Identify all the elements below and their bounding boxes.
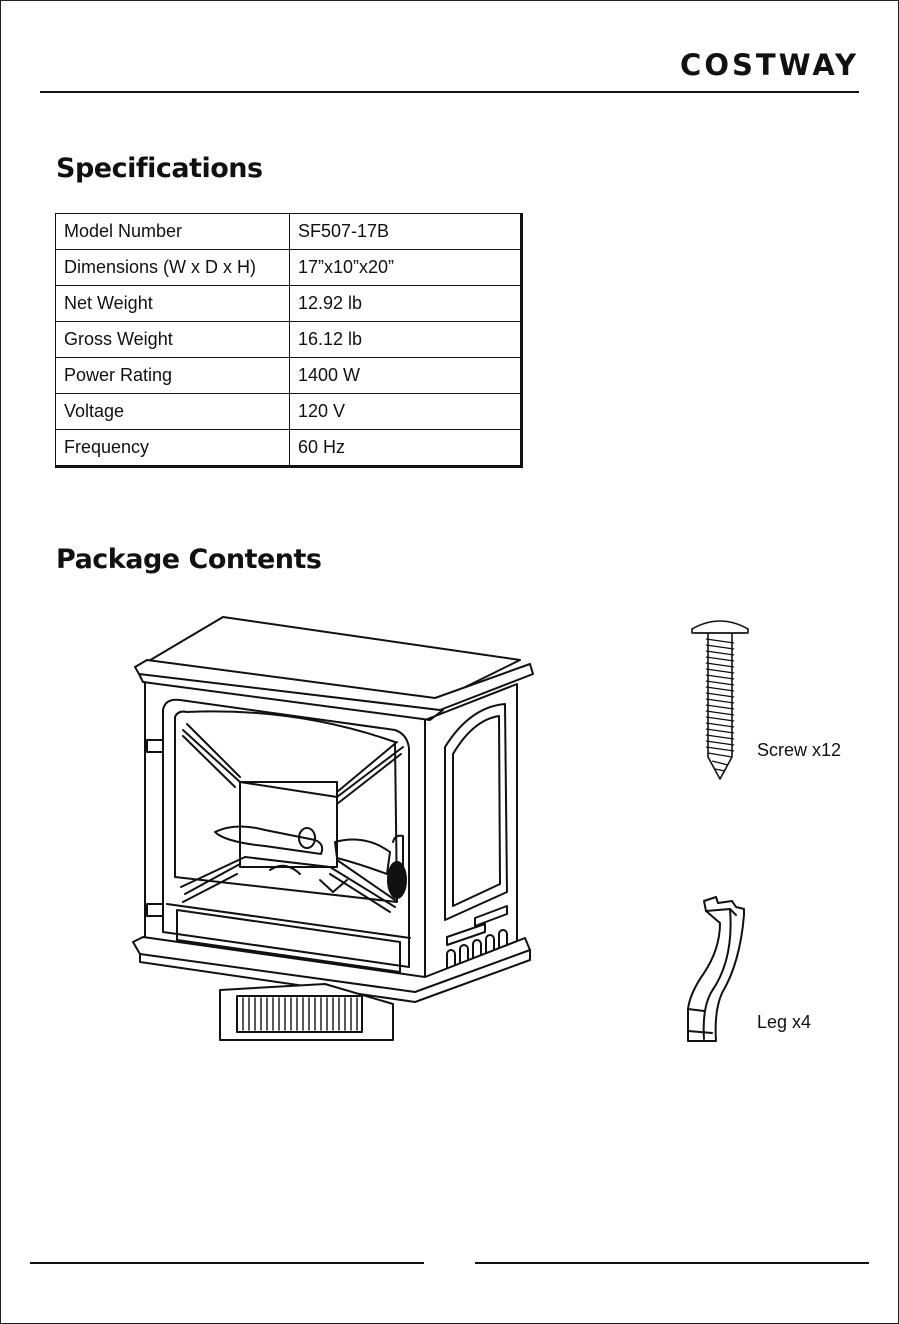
spec-value: 16.12 lb bbox=[290, 322, 522, 358]
package-contents-title: Package Contents bbox=[56, 544, 322, 575]
specifications-table: Model Number SF507-17B Dimensions (W x D… bbox=[55, 213, 523, 468]
fireplace-heater-illustration bbox=[125, 612, 545, 1042]
leg-icon bbox=[682, 893, 752, 1045]
spec-value: 120 V bbox=[290, 394, 522, 430]
table-row: Voltage 120 V bbox=[56, 394, 522, 430]
specifications-title: Specifications bbox=[56, 153, 263, 184]
table-row: Model Number SF507-17B bbox=[56, 214, 522, 250]
footer-rule-right bbox=[475, 1262, 869, 1264]
screw-label: Screw x12 bbox=[757, 740, 841, 761]
footer-rule-left bbox=[30, 1262, 424, 1264]
spec-value: SF507-17B bbox=[290, 214, 522, 250]
table-row: Net Weight 12.92 lb bbox=[56, 286, 522, 322]
brand-logo: COSTWAY bbox=[680, 48, 859, 82]
spec-label: Voltage bbox=[56, 394, 290, 430]
table-row: Gross Weight 16.12 lb bbox=[56, 322, 522, 358]
spec-label: Power Rating bbox=[56, 358, 290, 394]
spec-value: 60 Hz bbox=[290, 430, 522, 467]
spec-label: Net Weight bbox=[56, 286, 290, 322]
table-row: Power Rating 1400 W bbox=[56, 358, 522, 394]
spec-label: Model Number bbox=[56, 214, 290, 250]
screw-icon bbox=[688, 615, 752, 783]
table-row: Frequency 60 Hz bbox=[56, 430, 522, 467]
spec-value: 12.92 lb bbox=[290, 286, 522, 322]
table-row: Dimensions (W x D x H) 17”x10”x20” bbox=[56, 250, 522, 286]
header-rule bbox=[40, 91, 859, 93]
spec-value: 1400 W bbox=[290, 358, 522, 394]
spec-label: Frequency bbox=[56, 430, 290, 467]
spec-value: 17”x10”x20” bbox=[290, 250, 522, 286]
spec-label: Gross Weight bbox=[56, 322, 290, 358]
spec-label: Dimensions (W x D x H) bbox=[56, 250, 290, 286]
leg-label: Leg x4 bbox=[757, 1012, 811, 1033]
